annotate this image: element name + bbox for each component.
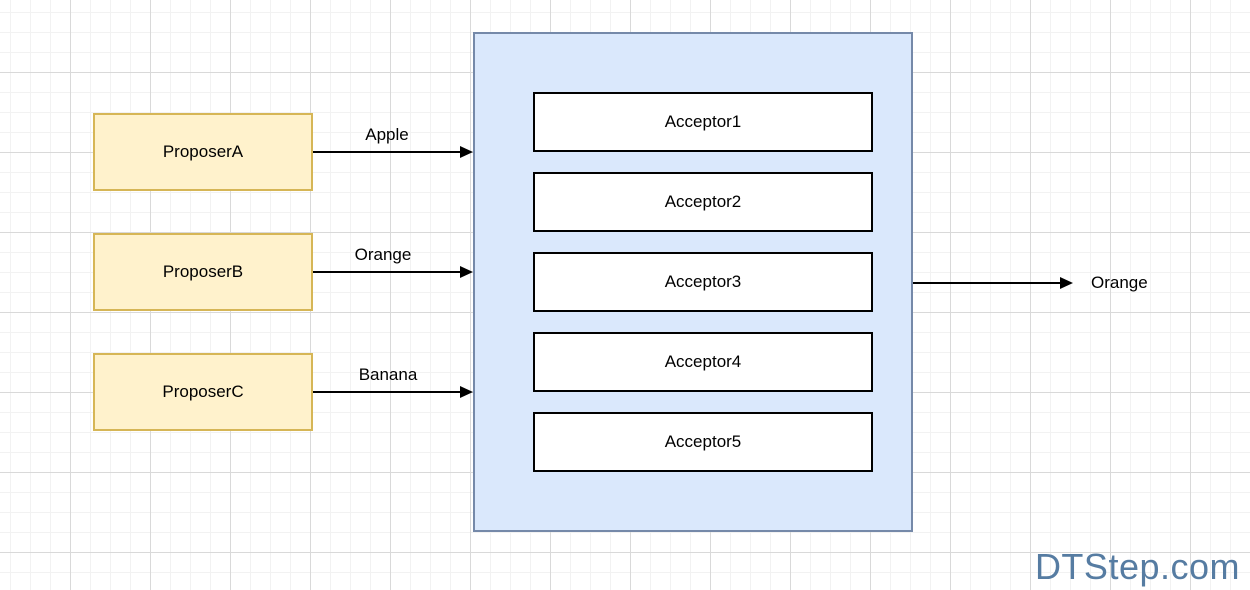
arrow-line	[913, 282, 1063, 284]
arrow-proposer-a-to-acceptors	[313, 146, 473, 158]
arrow-proposer-b-to-acceptors	[313, 266, 473, 278]
acceptor-2-box: Acceptor2	[533, 172, 873, 232]
acceptor-1-label: Acceptor1	[664, 112, 742, 131]
watermark-dtstep: DTStep.com	[1034, 546, 1240, 587]
edge-label-banana: Banana	[358, 365, 418, 384]
proposer-b-label: ProposerB	[162, 262, 244, 281]
proposer-c-box: ProposerC	[93, 353, 313, 431]
acceptor-4-label: Acceptor4	[664, 352, 742, 371]
proposer-a-box: ProposerA	[93, 113, 313, 191]
acceptor-1-box: Acceptor1	[533, 92, 873, 152]
acceptor-3-box: Acceptor3	[533, 252, 873, 312]
arrow-head-icon	[460, 146, 473, 158]
acceptor-5-box: Acceptor5	[533, 412, 873, 472]
arrow-head-icon	[460, 386, 473, 398]
arrow-head-icon	[460, 266, 473, 278]
arrow-head-icon	[1060, 277, 1073, 289]
edge-label-output-orange: Orange	[1091, 273, 1148, 292]
arrow-line	[313, 391, 463, 393]
acceptor-3-label: Acceptor3	[664, 272, 742, 291]
proposer-a-label: ProposerA	[162, 142, 244, 161]
edge-label-orange: Orange	[354, 245, 412, 264]
proposer-c-label: ProposerC	[162, 382, 244, 401]
arrow-line	[313, 151, 463, 153]
acceptor-5-label: Acceptor5	[664, 432, 742, 451]
arrow-proposer-c-to-acceptors	[313, 386, 473, 398]
arrow-acceptors-output	[913, 277, 1073, 289]
proposer-b-box: ProposerB	[93, 233, 313, 311]
arrow-line	[313, 271, 463, 273]
edge-label-apple: Apple	[365, 125, 409, 144]
acceptor-4-box: Acceptor4	[533, 332, 873, 392]
acceptor-2-label: Acceptor2	[664, 192, 742, 211]
